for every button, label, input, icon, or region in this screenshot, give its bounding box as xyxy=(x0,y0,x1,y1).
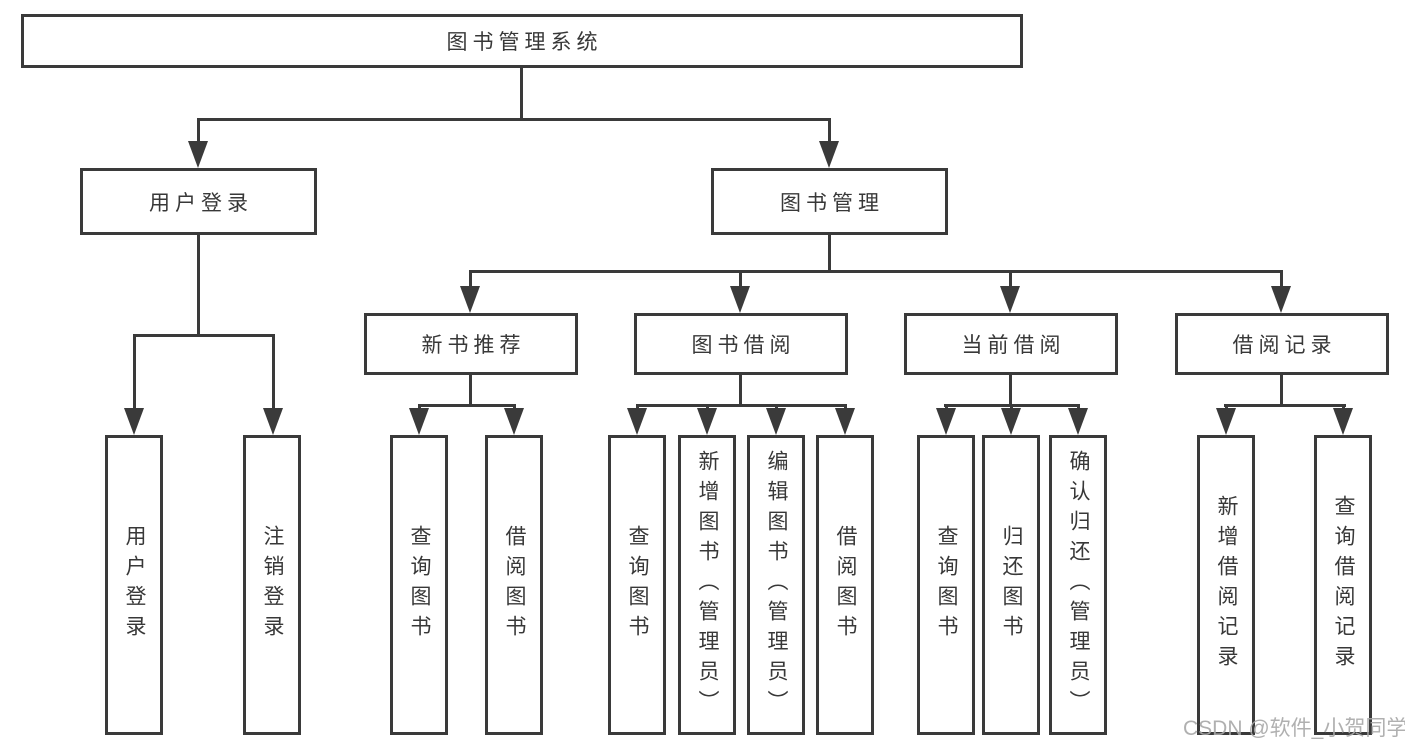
leaf-user-login: 用户登录 xyxy=(105,435,163,735)
arrow-to-leaf-confirm-return-icon xyxy=(1068,404,1088,435)
watermark-text: CSDN @软件_小贺同学 xyxy=(1183,717,1405,740)
connector-current-borrowing-stem xyxy=(1009,373,1012,407)
arrow-to-user-login-icon xyxy=(188,118,208,168)
leaf-add-books-admin-label: 新增图书（管理员） xyxy=(696,450,720,720)
node-user-login-label: 用户登录 xyxy=(149,191,253,215)
node-book-borrowing-label: 图书借阅 xyxy=(691,334,796,357)
arrow-to-new-book-recommendation-icon xyxy=(460,270,480,313)
node-root-label: 图书管理系统 xyxy=(446,31,603,54)
arrow-to-book-management-icon xyxy=(819,118,839,168)
arrow-to-leaf-add-books-icon xyxy=(697,404,717,435)
leaf-borrow-books-borrowing-label: 借阅图书 xyxy=(834,525,858,645)
node-new-book-recommendation-label: 新书推荐 xyxy=(421,334,526,357)
connector-root-hline xyxy=(197,118,831,121)
leaf-query-books-borrowing: 查询图书 xyxy=(608,435,666,735)
node-book-management-label: 图书管理 xyxy=(780,191,884,215)
connector-book-borrowing-stem xyxy=(739,373,742,407)
leaf-edit-books-admin-label: 编辑图书（管理员） xyxy=(765,450,789,720)
node-user-login: 用户登录 xyxy=(80,168,317,235)
leaf-logout-label: 注销登录 xyxy=(261,525,285,645)
connector-borrowing-records-hline xyxy=(1224,404,1346,407)
leaf-query-borrow-record-label: 查询借阅记录 xyxy=(1332,495,1356,675)
connector-user-login-stem xyxy=(197,234,200,337)
leaf-borrow-books-recommend-label: 借阅图书 xyxy=(503,525,527,645)
connector-new-book-recommendation-hline xyxy=(418,404,516,407)
arrow-to-leaf-borrow-books-recommend-icon xyxy=(504,404,524,435)
node-root: 图书管理系统 xyxy=(21,14,1023,68)
leaf-edit-books-admin: 编辑图书（管理员） xyxy=(747,435,805,735)
arrow-to-leaf-query-borrow-record-icon xyxy=(1333,404,1353,435)
leaf-user-login-label: 用户登录 xyxy=(123,525,147,645)
leaf-logout: 注销登录 xyxy=(243,435,301,735)
node-borrowing-records-label: 借阅记录 xyxy=(1232,334,1337,357)
leaf-query-books-recommend-label: 查询图书 xyxy=(408,525,432,645)
arrow-to-leaf-query-books-current-icon xyxy=(936,404,956,435)
arrow-to-borrowing-records-icon xyxy=(1271,270,1291,313)
arrow-to-book-borrowing-icon xyxy=(730,270,750,313)
node-book-borrowing: 图书借阅 xyxy=(634,313,848,375)
leaf-query-books-current: 查询图书 xyxy=(917,435,975,735)
arrow-to-leaf-logout-icon xyxy=(263,334,283,435)
node-new-book-recommendation: 新书推荐 xyxy=(364,313,578,375)
leaf-query-books-recommend: 查询图书 xyxy=(390,435,448,735)
node-book-management: 图书管理 xyxy=(711,168,948,235)
leaf-return-books: 归还图书 xyxy=(982,435,1040,735)
connector-book-management-stem xyxy=(828,234,831,273)
arrow-to-leaf-edit-books-icon xyxy=(766,404,786,435)
leaf-query-books-current-label: 查询图书 xyxy=(935,525,959,645)
connector-borrowing-records-stem xyxy=(1280,373,1283,407)
connector-new-book-recommendation-stem xyxy=(469,373,472,407)
leaf-add-borrow-record-label: 新增借阅记录 xyxy=(1215,495,1239,675)
leaf-confirm-return-admin: 确认归还（管理员） xyxy=(1049,435,1107,735)
arrow-to-leaf-add-borrow-record-icon xyxy=(1216,404,1236,435)
node-current-borrowing-label: 当前借阅 xyxy=(961,334,1066,357)
leaf-add-borrow-record: 新增借阅记录 xyxy=(1197,435,1255,735)
arrow-to-leaf-query-books-borrowing-icon xyxy=(627,404,647,435)
leaf-add-books-admin: 新增图书（管理员） xyxy=(678,435,736,735)
connector-user-login-hline xyxy=(133,334,275,337)
arrow-to-leaf-borrow-books-borrowing-icon xyxy=(835,404,855,435)
node-current-borrowing: 当前借阅 xyxy=(904,313,1118,375)
leaf-confirm-return-admin-label: 确认归还（管理员） xyxy=(1067,450,1091,720)
leaf-query-borrow-record: 查询借阅记录 xyxy=(1314,435,1372,735)
connector-book-management-hline xyxy=(469,270,1283,273)
arrow-to-leaf-user-login-icon xyxy=(124,334,144,435)
arrow-to-current-borrowing-icon xyxy=(1000,270,1020,313)
leaf-query-books-borrowing-label: 查询图书 xyxy=(626,525,650,645)
leaf-borrow-books-borrowing: 借阅图书 xyxy=(816,435,874,735)
connector-book-borrowing-hline xyxy=(636,404,847,407)
node-borrowing-records: 借阅记录 xyxy=(1175,313,1389,375)
leaf-borrow-books-recommend: 借阅图书 xyxy=(485,435,543,735)
arrow-to-leaf-query-books-recommend-icon xyxy=(409,404,429,435)
leaf-return-books-label: 归还图书 xyxy=(1000,525,1024,645)
arrow-to-leaf-return-books-icon xyxy=(1001,404,1021,435)
connector-root-stem xyxy=(520,67,523,120)
